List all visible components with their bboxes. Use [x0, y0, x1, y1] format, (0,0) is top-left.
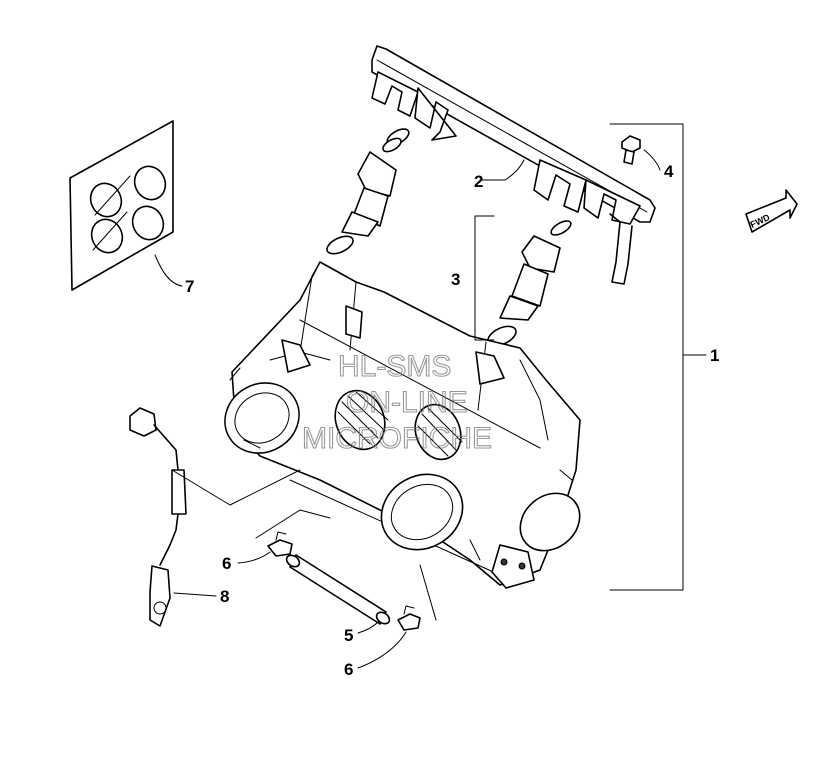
callout-3: 3 [451, 270, 460, 289]
fuel-rail [371, 45, 656, 285]
fuel-injector-lower [487, 220, 572, 347]
screw [621, 135, 641, 165]
lead-lines [154, 123, 707, 669]
forward-arrow: FWD [745, 189, 798, 233]
callout-6-lower: 6 [344, 660, 353, 679]
callout-numbers: 1 2 3 4 5 6 6 7 8 [185, 162, 719, 679]
hose-clamps [267, 531, 421, 631]
watermark-line-3: MICROFICHE [302, 422, 492, 455]
callout-4: 4 [664, 162, 674, 181]
sensor-cable [129, 407, 187, 627]
watermark: HL-SMS ON-LINE MICROFICHE [301, 349, 492, 455]
callout-7: 7 [185, 277, 194, 296]
watermark-line-2: ON-LINE [346, 386, 468, 419]
gasket-sheet [69, 120, 174, 291]
callout-6-upper: 6 [222, 554, 231, 573]
callout-1: 1 [710, 346, 719, 365]
watermark-line-1: HL-SMS [338, 350, 451, 383]
hose [285, 554, 391, 625]
callout-5: 5 [344, 626, 353, 645]
throttle-body-assembly [224, 261, 581, 589]
fuel-injector-upper [326, 128, 410, 255]
callout-2: 2 [474, 172, 483, 191]
callout-8: 8 [220, 587, 229, 606]
